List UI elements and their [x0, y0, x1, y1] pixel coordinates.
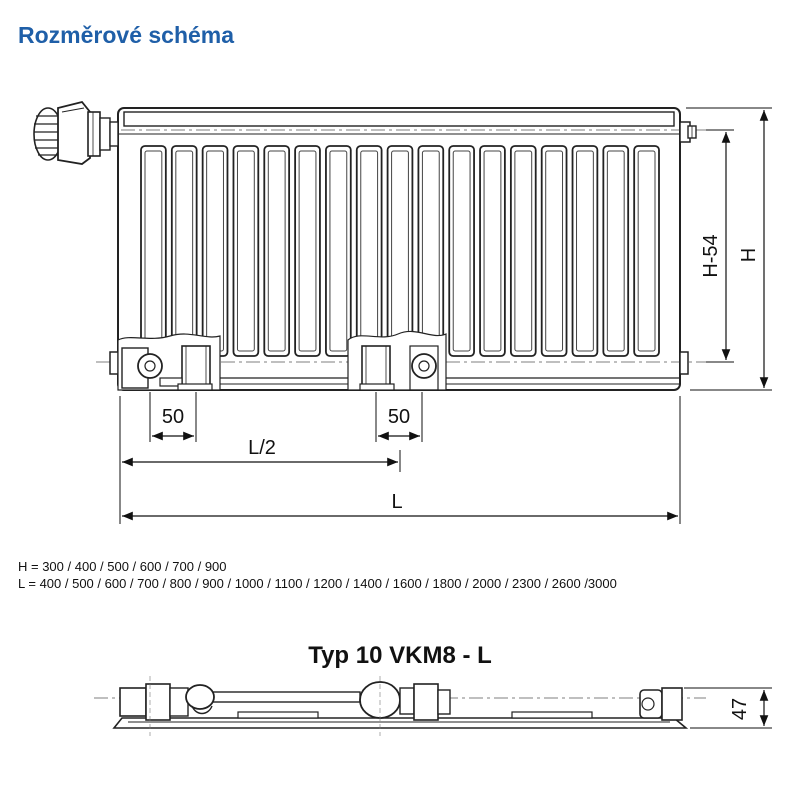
radiator-channel-inner	[576, 150, 594, 352]
horizontal-dimensions: 50 50 L/2 L	[119, 392, 681, 524]
thermostatic-head	[33, 100, 119, 165]
height-reduced-label: H-54	[700, 234, 722, 277]
radiator-channel-inner	[452, 150, 471, 352]
radiator-top-view: 47	[94, 676, 772, 736]
radiator-channel	[263, 145, 291, 357]
length-options: L = 400 / 500 / 600 / 700 / 800 / 900 / …	[18, 576, 617, 591]
radiator-channel-inner	[236, 150, 255, 352]
air-vent-plug	[679, 121, 697, 143]
radiator-channel	[448, 145, 475, 357]
radiator-channels	[140, 145, 660, 357]
height-label: H	[738, 248, 760, 262]
radiator-channel-inner	[514, 150, 533, 352]
radiator-channel	[633, 145, 660, 357]
vertical-dimensions: H-54 H	[686, 107, 772, 391]
radiator-channel-inner	[298, 150, 317, 352]
height-options: H = 300 / 400 / 500 / 600 / 700 / 900	[18, 559, 227, 574]
offset-left-label: 50	[162, 406, 184, 428]
radiator-channel	[325, 145, 352, 357]
left-connection-fitting	[117, 333, 221, 391]
length-label: L	[391, 491, 402, 513]
centre-connection-fitting	[347, 330, 447, 391]
model-type-label: Typ 10 VKM8 - L	[308, 642, 492, 669]
radiator-channel	[232, 145, 260, 357]
radiator-channel-inner	[606, 150, 625, 352]
depth-label: 47	[729, 698, 751, 720]
radiator-channel-inner	[545, 150, 564, 352]
radiator-channel-inner	[267, 150, 286, 352]
radiator-front-view	[33, 100, 706, 391]
bottom-right-plug	[679, 351, 689, 375]
radiator-channel	[540, 145, 568, 357]
page-title: Rozměrové schéma	[18, 22, 235, 48]
radiator-channel-inner	[483, 150, 502, 352]
radiator-channel	[294, 145, 321, 357]
radiator-top-edge	[123, 111, 675, 127]
radiator-channel-inner	[329, 150, 348, 352]
radiator-channel	[479, 145, 506, 357]
bottom-left-plug	[109, 351, 119, 375]
offset-centre-label: 50	[388, 406, 410, 428]
half-length-label: L/2	[248, 437, 276, 459]
radiator-channel	[602, 145, 630, 357]
radiator-channel	[571, 145, 599, 357]
radiator-channel-inner	[637, 150, 656, 352]
radiator-channel	[509, 145, 537, 357]
